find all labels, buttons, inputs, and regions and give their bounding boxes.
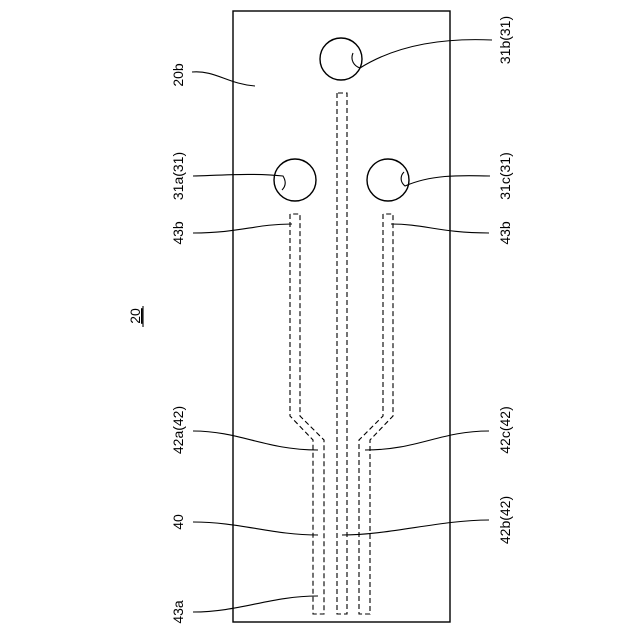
label-31b: 31b(31) [497,16,513,64]
hole-31c [367,159,409,201]
label-43a: 43a [170,600,186,624]
leader-43b-left [193,224,292,233]
label-43b-left: 43b [170,221,186,245]
reference-number-20: 20 [127,308,143,324]
leader-42c [365,431,489,450]
channel-42c [359,214,393,614]
channel-42a [290,214,324,614]
label-42c: 42c(42) [497,406,513,453]
label-31a: 31a(31) [170,152,186,200]
label-43b-right: 43b [497,221,513,245]
label-31c: 31c(31) [497,152,513,199]
leader-42b [342,520,489,535]
label-40: 40 [170,514,186,530]
leader-40 [193,522,318,535]
channel-42b [337,93,347,614]
leader-31b [352,40,492,68]
leader-31c [401,172,490,186]
label-42a: 42a(42) [170,406,186,454]
label-42b: 42b(42) [497,496,513,544]
hole-31a [274,159,316,201]
leader-43b-right [391,224,489,233]
hole-31b [320,38,362,80]
label-20b: 20b [170,63,186,87]
leader-20b [192,72,255,86]
leader-31a [193,174,285,190]
leader-43a [193,596,318,612]
leader-42a [193,431,318,450]
